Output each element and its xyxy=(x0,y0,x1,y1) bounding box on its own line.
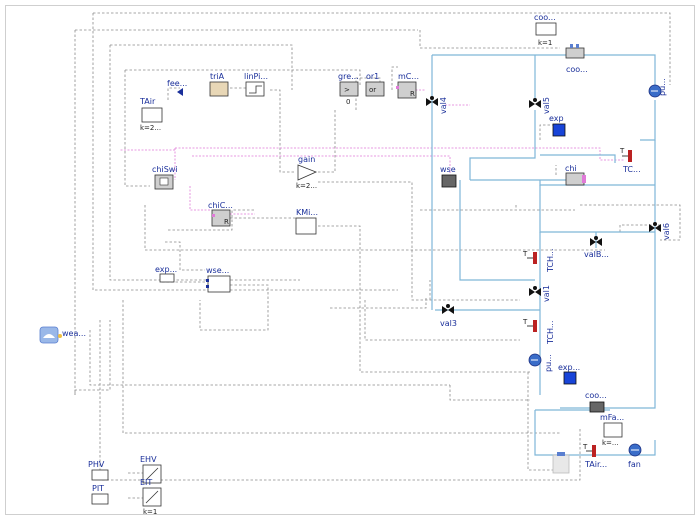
svg-text:TAir...: TAir... xyxy=(584,460,607,469)
svg-text:or: or xyxy=(369,86,376,94)
svg-text:wea...: wea... xyxy=(62,329,86,338)
valve-val4[interactable]: val4 xyxy=(426,96,448,114)
svg-text:fee...: fee... xyxy=(167,79,187,88)
svg-text:val4: val4 xyxy=(439,97,448,114)
expansion-vessel-top[interactable]: exp xyxy=(549,114,566,137)
expansion-left-block[interactable]: exp... xyxy=(155,265,177,283)
cooling-tower-right[interactable]: coo... xyxy=(565,44,588,74)
svg-text:TAir: TAir xyxy=(139,97,156,106)
temperature-sensor-tair[interactable]: T TAir... xyxy=(582,443,607,469)
svg-text:EIT: EIT xyxy=(140,478,152,487)
tri-a-block[interactable]: triA xyxy=(209,72,229,97)
svg-text:val5: val5 xyxy=(542,97,551,114)
svg-text:0: 0 xyxy=(346,98,350,106)
cooling-coil[interactable]: coo... xyxy=(585,391,607,413)
waterside-economizer[interactable]: wse xyxy=(440,165,457,188)
pit-block[interactable]: PIT xyxy=(91,484,109,505)
svg-text:or1: or1 xyxy=(366,72,379,81)
svg-text:PIT: PIT xyxy=(92,484,104,493)
phv-block[interactable]: PHV xyxy=(88,460,109,481)
valve-val1[interactable]: val1 xyxy=(529,285,551,302)
svg-text:valB...: valB... xyxy=(584,250,609,259)
fluid-pipes xyxy=(431,54,656,456)
svg-text:TCH...: TCH... xyxy=(546,320,555,345)
svg-text:triA: triA xyxy=(210,72,225,81)
temperature-sensor-tch2[interactable]: T TCH... xyxy=(522,318,555,345)
svg-text:TC...: TC... xyxy=(622,165,641,174)
svg-text:>: > xyxy=(344,86,350,94)
svg-text:chiSwi: chiSwi xyxy=(152,165,178,174)
svg-text:T: T xyxy=(522,250,528,258)
greater-block[interactable]: > gre... 0 xyxy=(338,72,359,106)
svg-text:val6: val6 xyxy=(662,223,671,240)
svg-text:chi: chi xyxy=(565,164,577,173)
svg-text:exp...: exp... xyxy=(558,363,580,372)
svg-text:PHV: PHV xyxy=(88,460,105,469)
svg-text:coo...: coo... xyxy=(566,65,588,74)
svg-text:mC...: mC... xyxy=(398,72,419,81)
svg-text:val3: val3 xyxy=(440,319,457,328)
svg-text:fan: fan xyxy=(628,460,641,469)
svg-text:linPi...: linPi... xyxy=(244,72,268,81)
svg-text:val1: val1 xyxy=(542,285,551,302)
svg-text:coo...: coo... xyxy=(534,13,556,22)
chiller[interactable]: chi xyxy=(565,164,586,186)
pump-top[interactable]: pu... xyxy=(648,78,667,98)
svg-text:T: T xyxy=(582,443,588,451)
svg-text:T: T xyxy=(522,318,528,326)
fan-mass-flow-block[interactable]: mFa... k=... xyxy=(600,413,624,447)
svg-text:k=2...: k=2... xyxy=(296,182,317,190)
feedback-block[interactable]: fee... xyxy=(167,79,187,96)
temperature-sensor-tch1[interactable]: T TCH... xyxy=(522,248,555,273)
gain-block[interactable]: gain k=2... xyxy=(296,155,317,190)
svg-text:chiC...: chiC... xyxy=(208,201,233,210)
temperature-sensor-top[interactable]: T TC... xyxy=(619,147,641,174)
mode-controller-block[interactable]: R mC... xyxy=(396,72,419,99)
svg-text:gain: gain xyxy=(298,155,315,164)
svg-text:pu...: pu... xyxy=(658,78,667,96)
svg-text:exp: exp xyxy=(549,114,564,123)
lin-pi-block[interactable]: linPi... xyxy=(244,72,268,97)
svg-text:T: T xyxy=(619,147,625,155)
svg-text:k=1: k=1 xyxy=(143,508,157,516)
svg-text:R: R xyxy=(410,90,415,98)
valve-val3[interactable]: val3 xyxy=(440,304,457,328)
chiller-controller-block[interactable]: R chiC... xyxy=(208,201,233,227)
supply-fan[interactable]: fan xyxy=(628,443,642,469)
svg-text:k=1: k=1 xyxy=(538,39,552,47)
svg-text:KMi...: KMi... xyxy=(296,208,318,217)
svg-text:gre...: gre... xyxy=(338,72,359,81)
tair-setpoint-block[interactable]: TAir k=2... xyxy=(139,97,163,132)
room-block[interactable] xyxy=(552,452,570,474)
ehv-integrator-block[interactable]: EHV xyxy=(140,455,162,484)
kmin-block[interactable]: KMi... xyxy=(295,208,318,235)
coo-top-block[interactable]: coo... k=1 xyxy=(534,13,557,47)
svg-text:mFa...: mFa... xyxy=(600,413,624,422)
expansion-vessel-mid[interactable]: exp... xyxy=(558,363,580,385)
svg-text:R: R xyxy=(224,218,229,226)
signal-connections xyxy=(120,89,625,215)
svg-text:exp...: exp... xyxy=(155,265,177,274)
weather-data-block[interactable]: wea... xyxy=(39,326,86,344)
valve-val6[interactable]: val6 xyxy=(649,222,671,240)
chiller-switch-block[interactable]: chiSwi xyxy=(152,165,178,190)
pump-mid[interactable]: pu... xyxy=(528,353,553,372)
svg-text:wse...: wse... xyxy=(206,266,229,275)
svg-text:coo...: coo... xyxy=(585,391,607,400)
svg-text:k=...: k=... xyxy=(602,439,619,447)
control-connections xyxy=(74,12,681,499)
bypass-valve[interactable]: valB... xyxy=(584,236,609,259)
svg-text:EHV: EHV xyxy=(140,455,157,464)
svg-text:TCH...: TCH... xyxy=(546,248,555,273)
eit-integrator-block[interactable]: EIT k=1 xyxy=(140,478,162,516)
or-block[interactable]: or or1 xyxy=(365,72,385,97)
svg-text:wse: wse xyxy=(440,165,456,174)
svg-text:k=2...: k=2... xyxy=(140,124,161,132)
svg-text:pu...: pu... xyxy=(544,354,553,372)
wse-controller-block[interactable]: wse... xyxy=(206,266,231,293)
valve-val5[interactable]: val5 xyxy=(529,97,551,114)
